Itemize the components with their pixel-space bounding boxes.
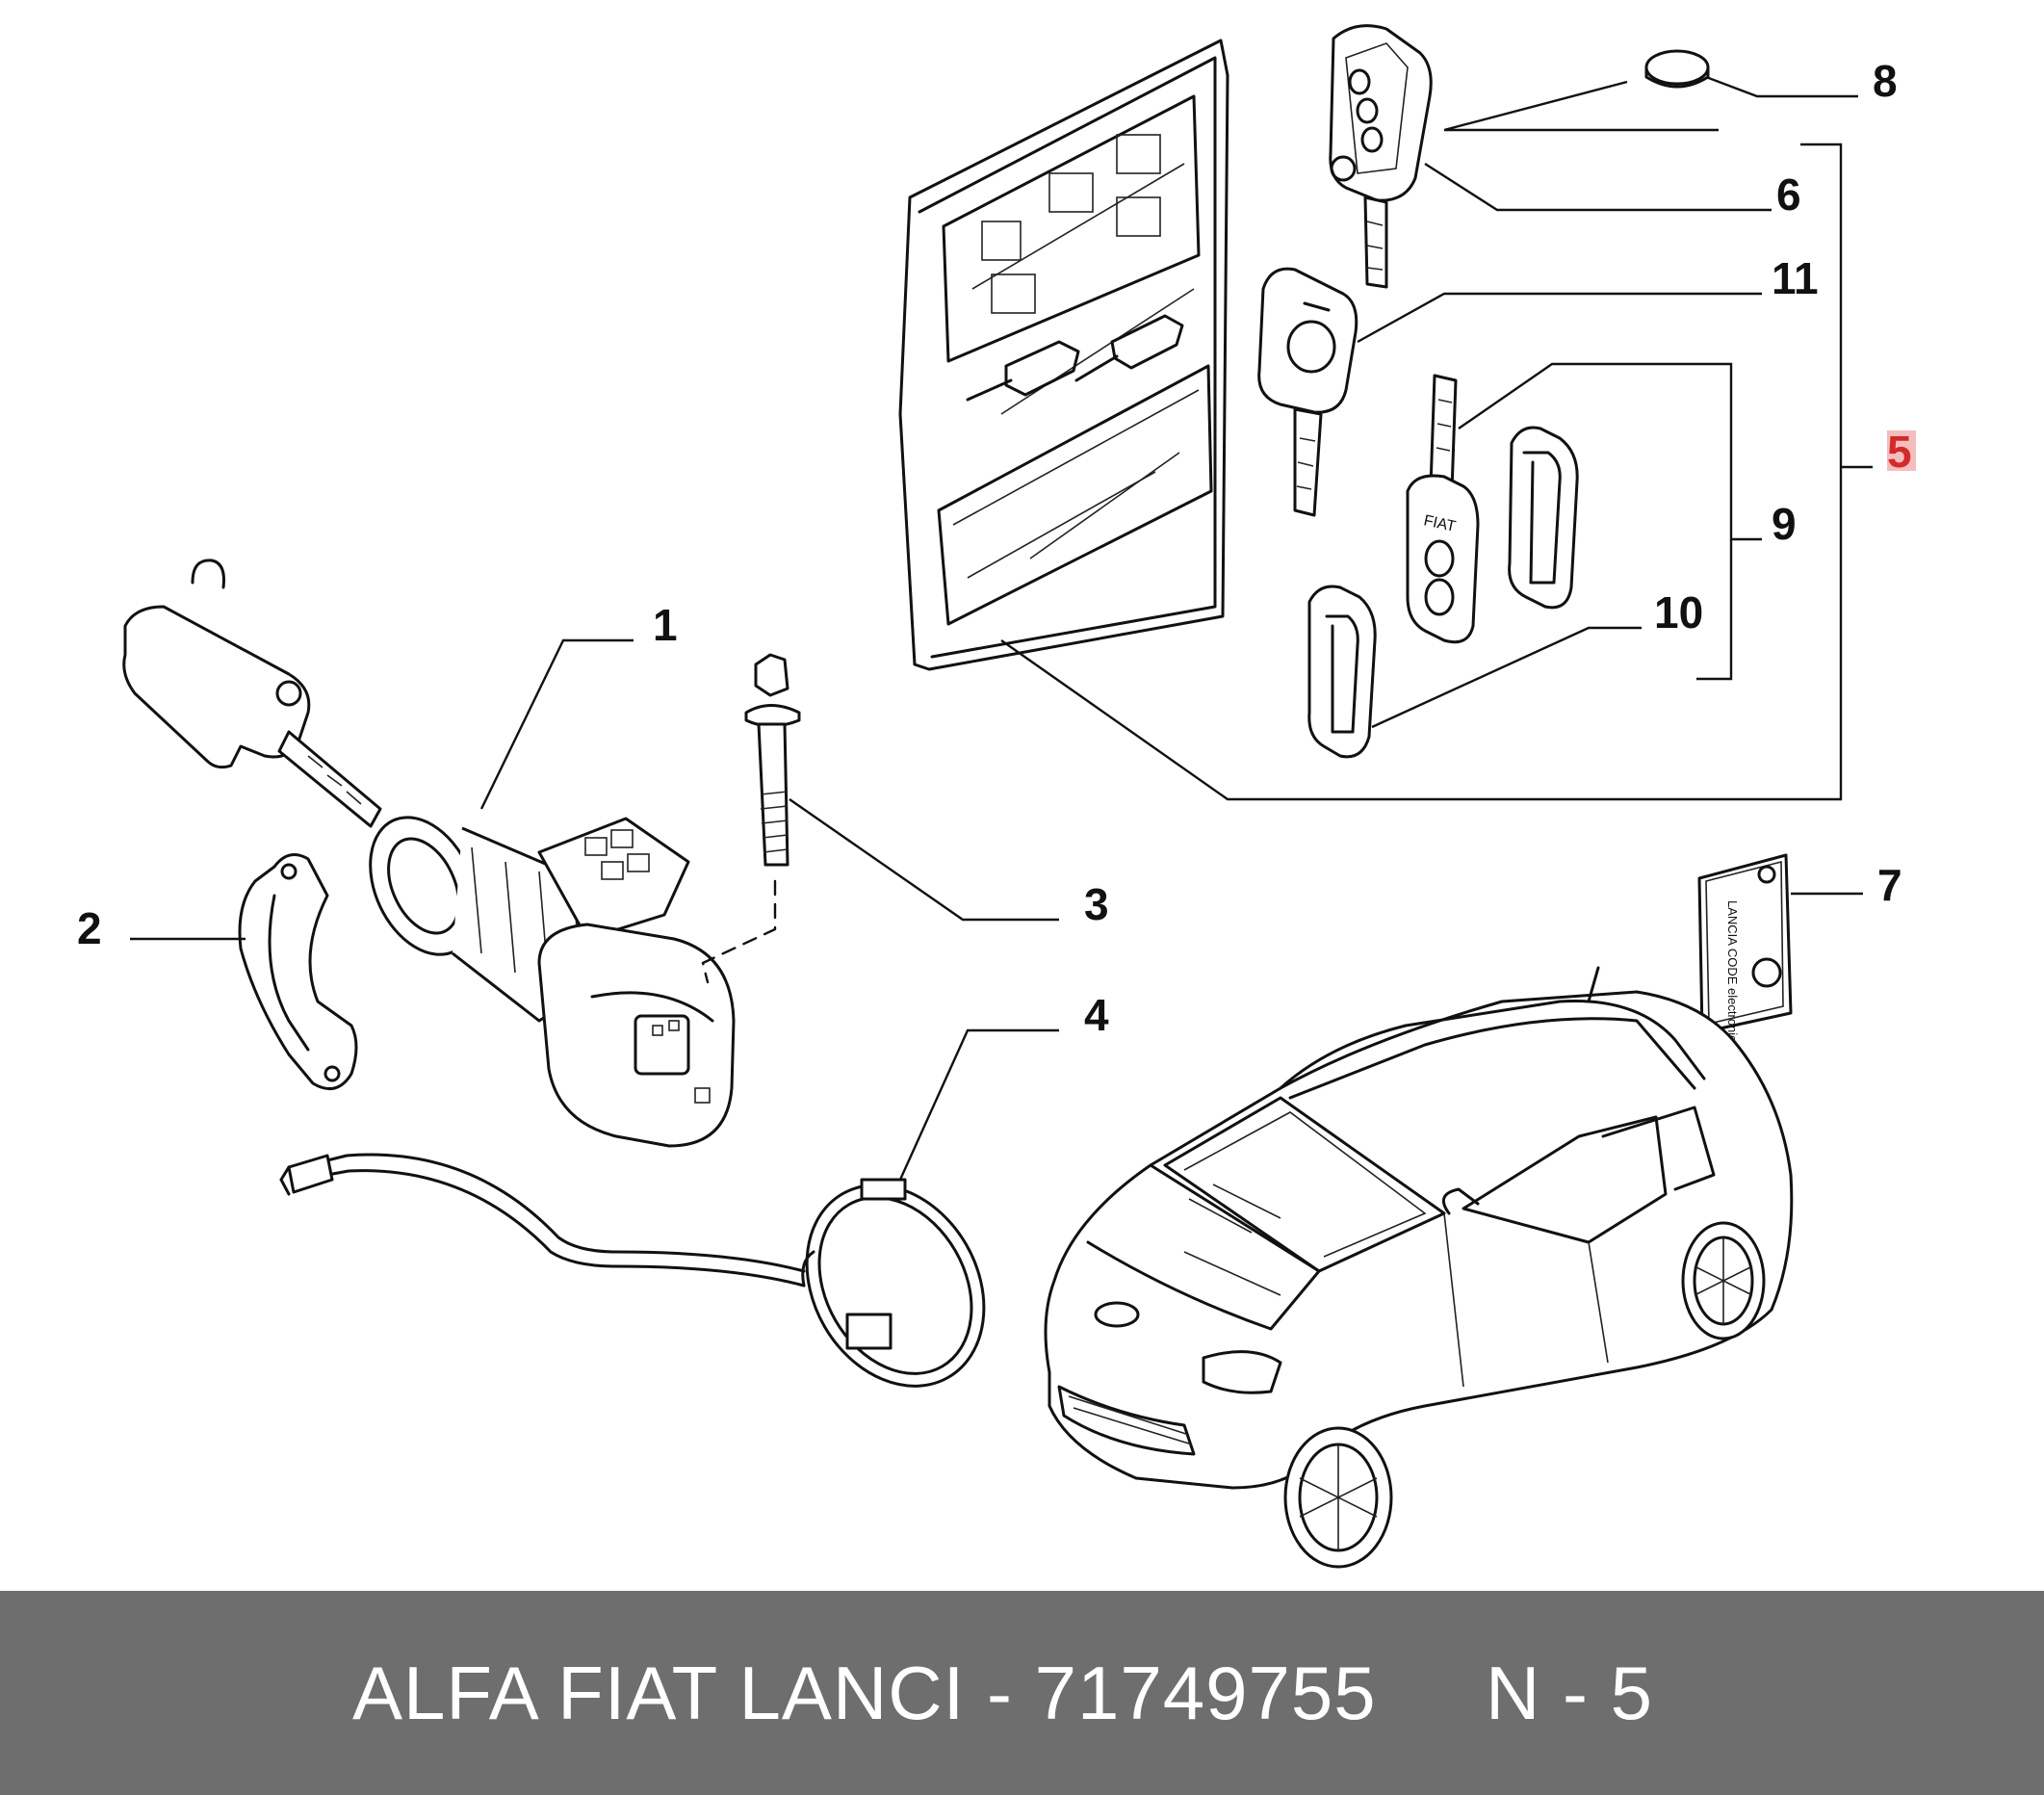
callout-2: 2 xyxy=(77,903,102,953)
leader-lines xyxy=(130,75,1873,1181)
footer-caption: ALFA FIAT LANCI - 71749755 N - 5 xyxy=(351,1650,1654,1735)
fob-brand-mark: FIAT xyxy=(1422,512,1458,535)
code-card: LANCIA CODE electronic code xyxy=(1697,853,1793,1072)
ignition-lock-with-key xyxy=(122,559,736,1148)
callout-1: 1 xyxy=(653,600,678,650)
parts-diagram: FIAT LANCIA CODE electronic code xyxy=(77,24,1916,1569)
callout-10: 10 xyxy=(1654,587,1703,637)
callout-6: 6 xyxy=(1776,169,1801,220)
key-kit-document xyxy=(898,39,1229,671)
callout-4: 4 xyxy=(1084,990,1109,1040)
folding-key-fob xyxy=(1329,24,1433,289)
part-number-footer: ALFA FIAT LANCI - 71749755 N - 5 xyxy=(0,1591,2044,1795)
card-label: LANCIA CODE electronic code xyxy=(1725,900,1740,1072)
battery-coin-cell xyxy=(1644,49,1710,89)
callout-labels: 1 2 3 4 5 6 7 8 9 10 11 xyxy=(77,56,1916,1040)
mounting-bracket xyxy=(238,853,358,1091)
callout-8: 8 xyxy=(1873,56,1898,106)
shear-bolt xyxy=(701,653,801,984)
car-illustration xyxy=(1044,966,1794,1569)
callout-3: 3 xyxy=(1084,879,1109,929)
callout-11: 11 xyxy=(1772,253,1819,303)
callout-5: 5 xyxy=(1887,427,1912,477)
remote-key: FIAT xyxy=(1406,374,1480,644)
transponder-key xyxy=(1257,267,1358,517)
key-cover-shells xyxy=(1307,426,1579,759)
callout-7: 7 xyxy=(1877,860,1902,910)
callout-5-highlight xyxy=(1887,430,1916,471)
immobilizer-antenna xyxy=(279,1153,986,1388)
callout-9: 9 xyxy=(1772,499,1797,549)
